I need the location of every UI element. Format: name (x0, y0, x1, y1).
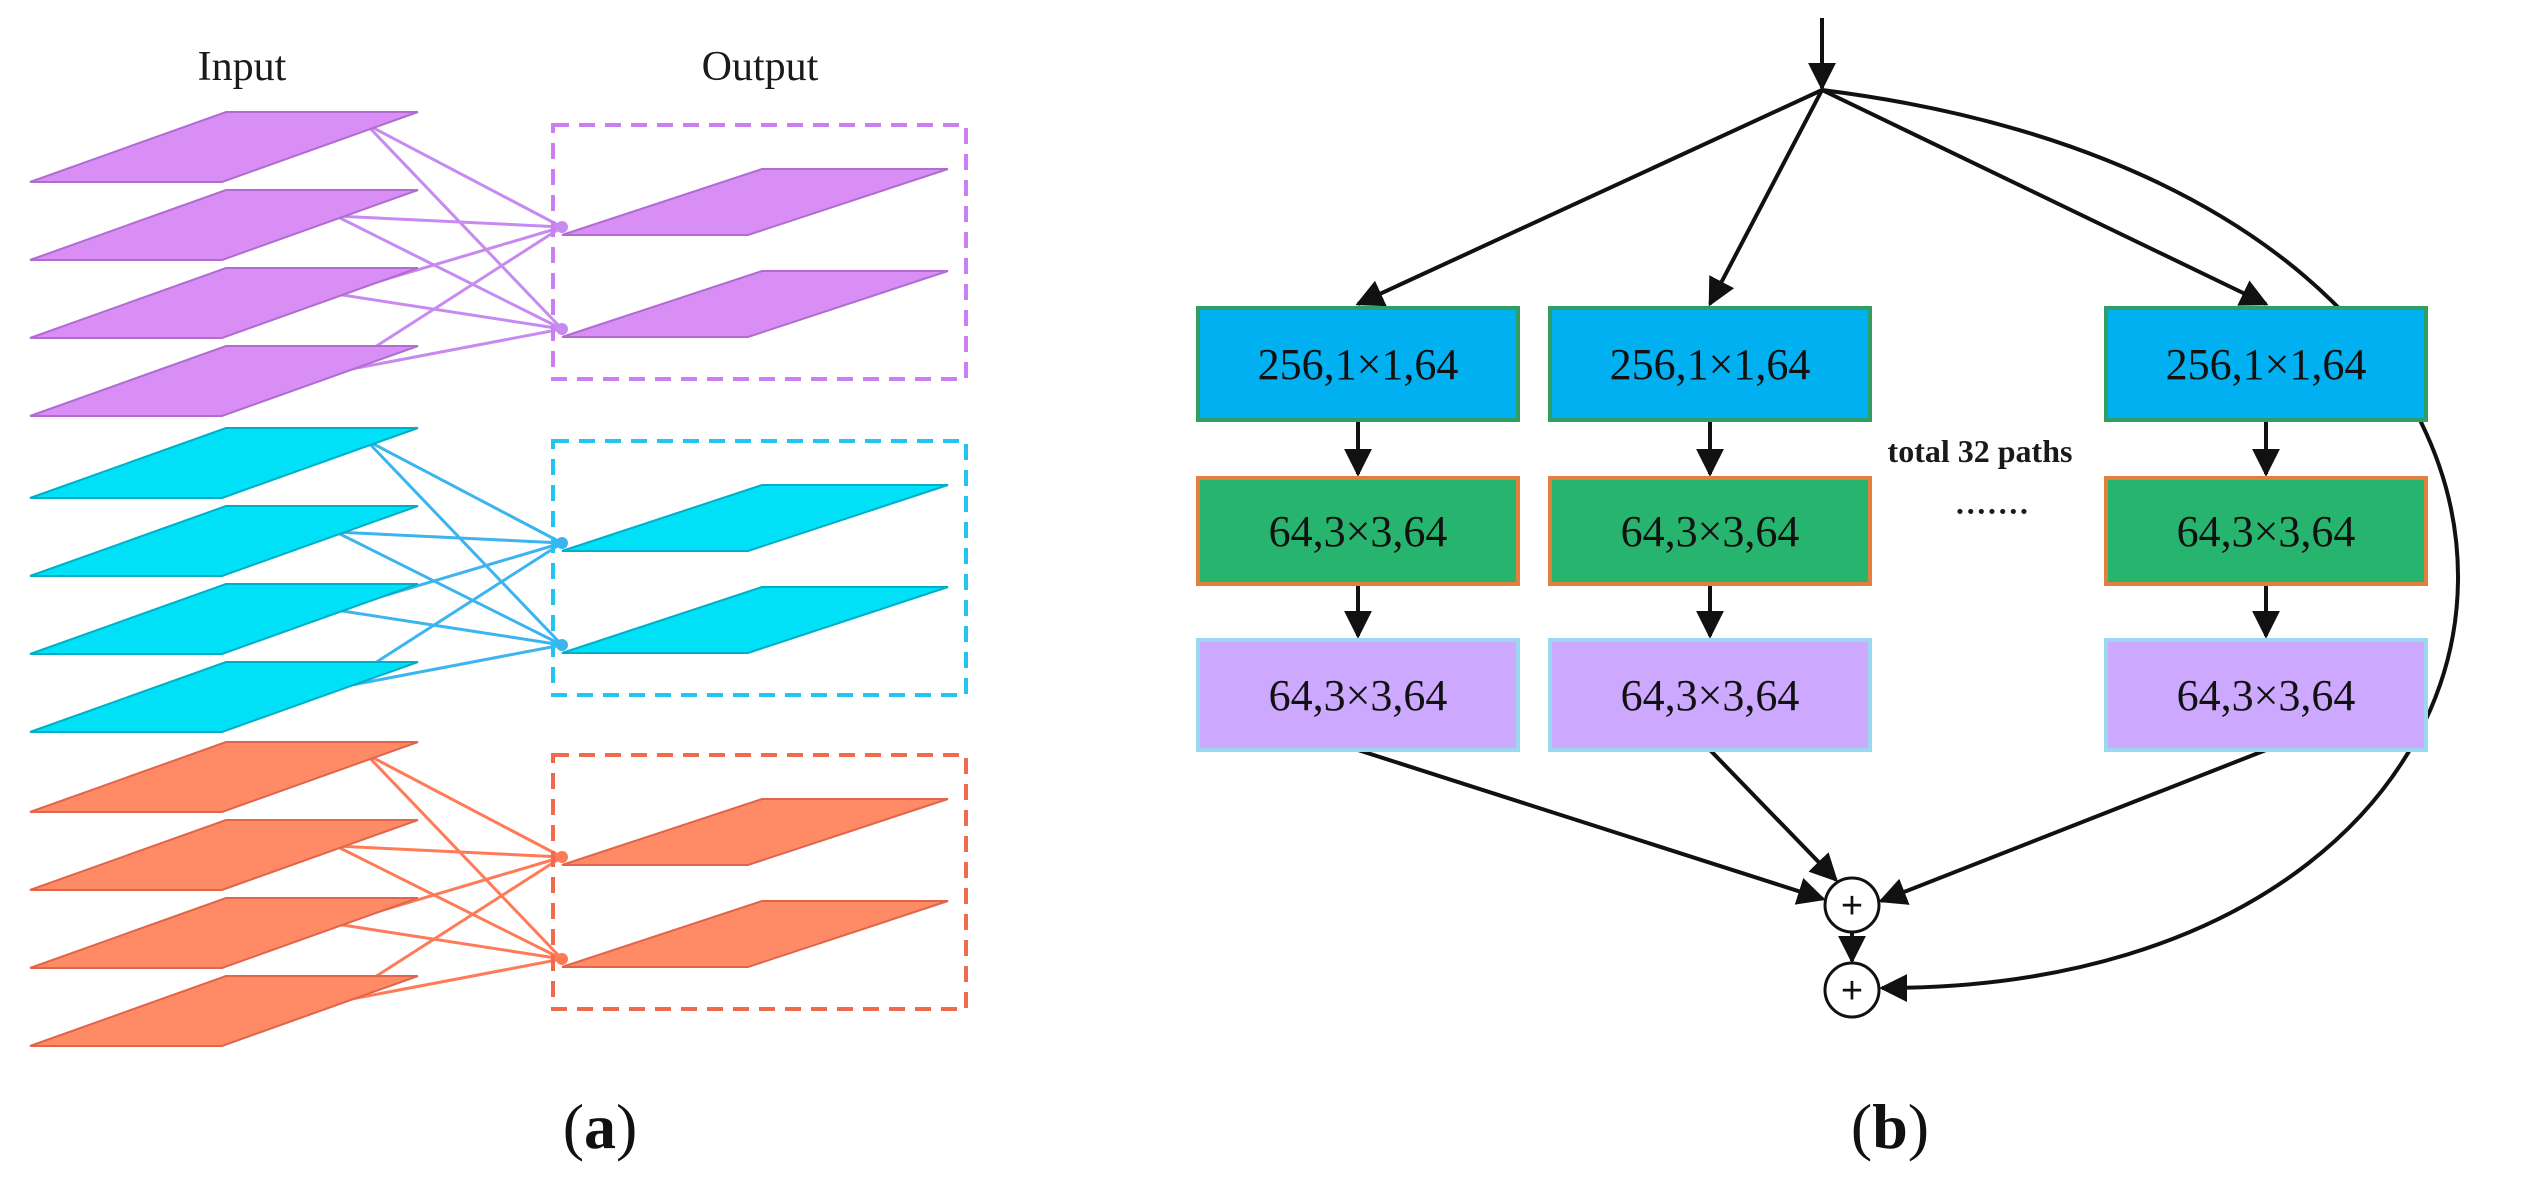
output-group-box (551, 123, 968, 381)
layer-box (2104, 476, 2428, 586)
input-feature-map (29, 897, 419, 969)
layer-box (2104, 306, 2428, 422)
connection-line (335, 530, 563, 545)
connection-line (335, 214, 563, 229)
input-feature-map (29, 345, 419, 417)
input-feature-maps (29, 111, 419, 1047)
output-feature-maps (561, 168, 949, 968)
input-feature-map (29, 661, 419, 733)
layer-box (1548, 476, 1872, 586)
merge-arrow (1708, 748, 1838, 883)
output-feature-map (561, 168, 949, 236)
layer-label: 64,3×3,64 (2177, 671, 2356, 720)
merge-arrow (1357, 748, 1826, 905)
input-feature-map (29, 267, 419, 339)
output-feature-map (561, 900, 949, 968)
input-feature-map (29, 741, 419, 813)
layer-box (1548, 306, 1872, 422)
output-group-box (551, 439, 968, 697)
layer-label: 256,1×1,64 (2166, 340, 2367, 389)
layer-label: 64,3×3,64 (1621, 507, 1800, 556)
output-group-box (551, 753, 968, 1011)
plus-symbol: + (1841, 970, 1863, 1012)
connection-line (365, 752, 563, 859)
connection-line (364, 438, 564, 647)
shortcut-connection (1821, 88, 2460, 1003)
output-feature-map (561, 270, 949, 338)
layer-box (1196, 306, 1520, 422)
split-arrow (1708, 89, 1824, 307)
connection-line (365, 438, 563, 545)
layer-label: 256,1×1,64 (1610, 340, 1811, 389)
panel-b-resnext-block: 256,1×1,64 64,3×3,64 64,3×3,64 256,1×1,64 64… (1196, 18, 2460, 1162)
layer-label: 64,3×3,64 (1621, 671, 1800, 720)
junction-dots (556, 221, 568, 965)
layer-label: 64,3×3,64 (1269, 671, 1448, 720)
caption-a: (a) (563, 1091, 638, 1162)
connection-line (365, 122, 563, 229)
junction-dot (556, 537, 568, 549)
connection-line (335, 214, 563, 331)
input-feature-map (29, 819, 419, 891)
panel-a-grouped-convolution: Input Output (a) (29, 44, 968, 1162)
layer-box (1196, 476, 1520, 586)
output-feature-map (561, 484, 949, 552)
connection-line (335, 844, 563, 961)
layer-label: 64,3×3,64 (1269, 507, 1448, 556)
junction-dot (556, 953, 568, 965)
output-feature-map (561, 798, 949, 866)
ellipsis: ······· (1955, 493, 2030, 529)
layer-box (2104, 638, 2428, 752)
caption-b: (b) (1851, 1091, 1929, 1162)
connection-line (335, 922, 563, 961)
connection-line (335, 292, 563, 331)
connection-line (335, 327, 563, 374)
junction-dot (556, 851, 568, 863)
input-feature-map (29, 583, 419, 655)
total-paths-note: total 32 paths (1888, 433, 2073, 469)
input-feature-map (29, 111, 419, 183)
input-feature-map (29, 427, 419, 499)
output-feature-map (561, 586, 949, 654)
connection-line (335, 643, 563, 690)
residual-sum-node (1823, 961, 1881, 1019)
flow-arrows (1344, 18, 2460, 1003)
junction-dot (556, 221, 568, 233)
split-arrow (1821, 88, 2269, 306)
output-label: Output (702, 44, 819, 90)
merge-arrow (1878, 748, 2267, 905)
connection-line (335, 844, 563, 859)
connection-line (335, 530, 563, 647)
input-label: Input (198, 44, 287, 90)
input-feature-map (29, 975, 419, 1047)
junction-dot (556, 323, 568, 335)
input-feature-map (29, 189, 419, 261)
sum-nodes: ++ (1823, 876, 1881, 1019)
layer-label: 256,1×1,64 (1258, 340, 1459, 389)
layer-box (1196, 638, 1520, 752)
connection-line (335, 957, 563, 1004)
connection-line (364, 752, 564, 961)
aggregate-sum-node (1823, 876, 1881, 934)
path-boxes: 256,1×1,64 64,3×3,64 64,3×3,64 256,1×1,64 64… (1196, 306, 2428, 752)
layer-box (1548, 638, 1872, 752)
layer-label: 64,3×3,64 (2177, 507, 2356, 556)
plus-symbol: + (1841, 885, 1863, 927)
output-group-boxes (551, 123, 968, 1011)
connection-line (364, 122, 564, 331)
split-arrow (1355, 88, 1823, 307)
connection-line (335, 608, 563, 647)
junction-dot (556, 639, 568, 651)
input-feature-map (29, 505, 419, 577)
connection-lines (335, 122, 564, 1004)
